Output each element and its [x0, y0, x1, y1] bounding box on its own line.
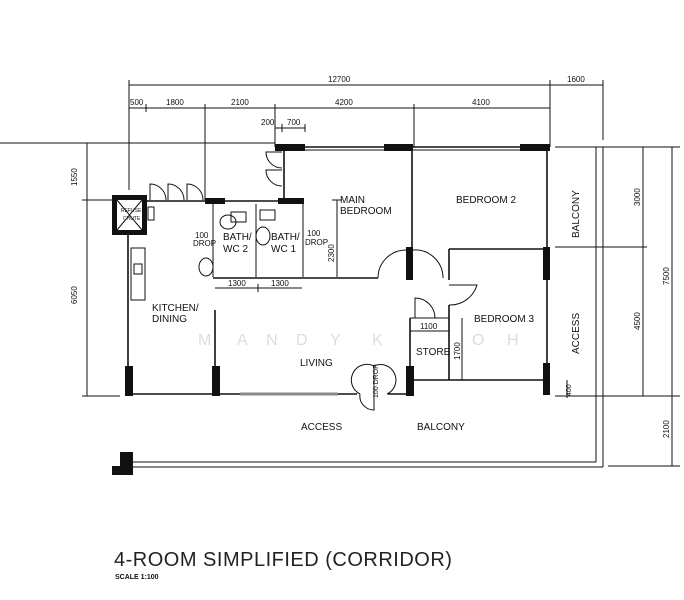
svg-text:MAIN: MAIN — [340, 195, 365, 206]
plan-title: 4-ROOM SIMPLIFIED (CORRIDOR) — [114, 549, 452, 571]
svg-text:1600: 1600 — [567, 75, 585, 84]
watermark: M A N D Y K O H — [198, 332, 519, 349]
svg-text:100 DROP: 100 DROP — [373, 364, 380, 398]
svg-text:500: 500 — [130, 98, 144, 107]
drop-labels: 100 DROP 100 DROP 100 DROP — [193, 229, 380, 398]
svg-text:1300: 1300 — [228, 279, 246, 288]
plan-scale: SCALE 1:100 — [115, 574, 159, 581]
toilet — [230, 211, 247, 223]
svg-text:1700: 1700 — [453, 342, 462, 360]
svg-text:WC 1: WC 1 — [271, 244, 296, 255]
svg-text:3000: 3000 — [633, 188, 642, 206]
svg-text:DROP: DROP — [193, 239, 216, 248]
room-labels: REFUSE CHUTE KITCHEN/ DINING BATH/ WC 2 … — [121, 190, 582, 433]
svg-text:1300: 1300 — [271, 279, 289, 288]
svg-text:4500: 4500 — [633, 312, 642, 330]
svg-text:BALCONY: BALCONY — [417, 422, 465, 433]
svg-text:STORE: STORE — [416, 347, 451, 358]
svg-text:100: 100 — [195, 231, 209, 240]
svg-text:7500: 7500 — [662, 267, 671, 285]
dimension-labels: 12700 1600 500 1800 2100 4200 4100 200 7… — [70, 75, 671, 438]
svg-text:BEDROOM 3: BEDROOM 3 — [474, 314, 534, 325]
kitchen-sink — [130, 247, 146, 301]
svg-text:1100: 1100 — [420, 322, 438, 331]
svg-text:DINING: DINING — [152, 314, 187, 325]
svg-text:H: H — [507, 332, 519, 349]
svg-text:BATH/: BATH/ — [223, 232, 252, 243]
svg-text:4100: 4100 — [472, 98, 490, 107]
svg-text:BEDROOM 2: BEDROOM 2 — [456, 195, 516, 206]
svg-text:KITCHEN/: KITCHEN/ — [152, 303, 199, 314]
svg-text:D: D — [296, 332, 308, 349]
svg-text:2300: 2300 — [327, 244, 336, 262]
svg-text:2100: 2100 — [231, 98, 249, 107]
svg-text:2100: 2100 — [662, 420, 671, 438]
svg-text:6050: 6050 — [70, 286, 79, 304]
svg-text:1800: 1800 — [166, 98, 184, 107]
svg-text:REFUSE: REFUSE — [121, 208, 142, 214]
svg-text:BEDROOM: BEDROOM — [340, 206, 392, 217]
svg-text:ACCESS: ACCESS — [301, 422, 342, 433]
dimension-lines — [82, 80, 680, 467]
svg-text:Y: Y — [330, 332, 341, 349]
svg-text:BALCONY: BALCONY — [571, 190, 582, 238]
svg-text:K: K — [372, 332, 383, 349]
walls — [0, 142, 604, 475]
svg-text:LIVING: LIVING — [300, 358, 333, 369]
svg-text:CHUTE: CHUTE — [123, 216, 141, 222]
svg-text:200: 200 — [261, 118, 275, 127]
svg-text:700: 700 — [287, 118, 301, 127]
fixtures — [112, 195, 276, 301]
svg-text:DROP: DROP — [305, 238, 328, 247]
svg-text:12700: 12700 — [328, 75, 351, 84]
svg-text:400: 400 — [566, 384, 573, 396]
svg-text:100: 100 — [307, 229, 321, 238]
svg-text:O: O — [472, 332, 484, 349]
svg-text:ACCESS: ACCESS — [571, 313, 582, 354]
svg-text:BATH/: BATH/ — [271, 232, 300, 243]
svg-text:WC 2: WC 2 — [223, 244, 248, 255]
doors — [149, 151, 478, 411]
svg-text:A: A — [237, 332, 248, 349]
svg-text:4200: 4200 — [335, 98, 353, 107]
svg-text:N: N — [266, 332, 278, 349]
svg-text:M: M — [198, 332, 211, 349]
svg-text:1550: 1550 — [70, 168, 79, 186]
toilet — [259, 209, 276, 221]
